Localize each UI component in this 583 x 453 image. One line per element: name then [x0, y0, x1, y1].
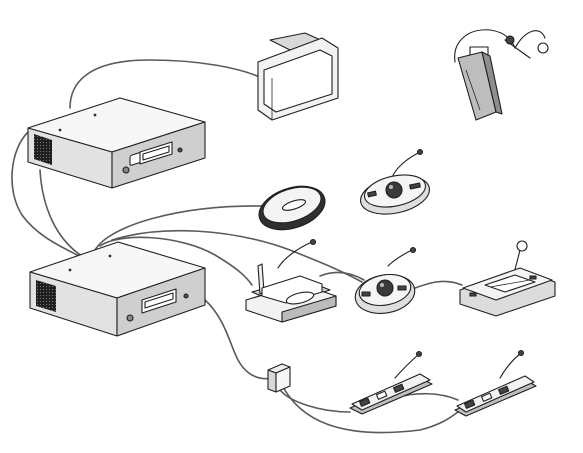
cable-top-to-bottom-unit — [11, 131, 91, 263]
headset-receiver — [454, 29, 549, 121]
cable-chain-to-console — [409, 280, 463, 291]
cable-to-chairman — [99, 236, 253, 286]
cable-to-discussion-middle — [111, 229, 363, 283]
cable-control-to-display — [69, 59, 263, 109]
cable-junction-to-flush-left — [279, 389, 351, 413]
control-unit-bottom — [29, 241, 206, 337]
cable-junction-to-flush-right — [281, 384, 459, 434]
tablet-console — [459, 240, 556, 317]
cable-to-junction — [204, 299, 273, 380]
control-unit-top — [27, 97, 206, 189]
discussion-unit-middle — [354, 246, 417, 314]
display-panel — [257, 32, 339, 121]
discussion-unit-top — [360, 148, 430, 215]
flush-unit-right — [454, 349, 537, 417]
cable-top-link — [39, 169, 86, 259]
cable-to-antenna — [94, 205, 263, 251]
flush-unit-left — [349, 350, 433, 415]
cable-chairman-to-discussion — [319, 271, 365, 281]
wireless-access-point — [258, 185, 326, 231]
junction-box — [267, 363, 291, 393]
chairman-unit — [245, 238, 337, 323]
